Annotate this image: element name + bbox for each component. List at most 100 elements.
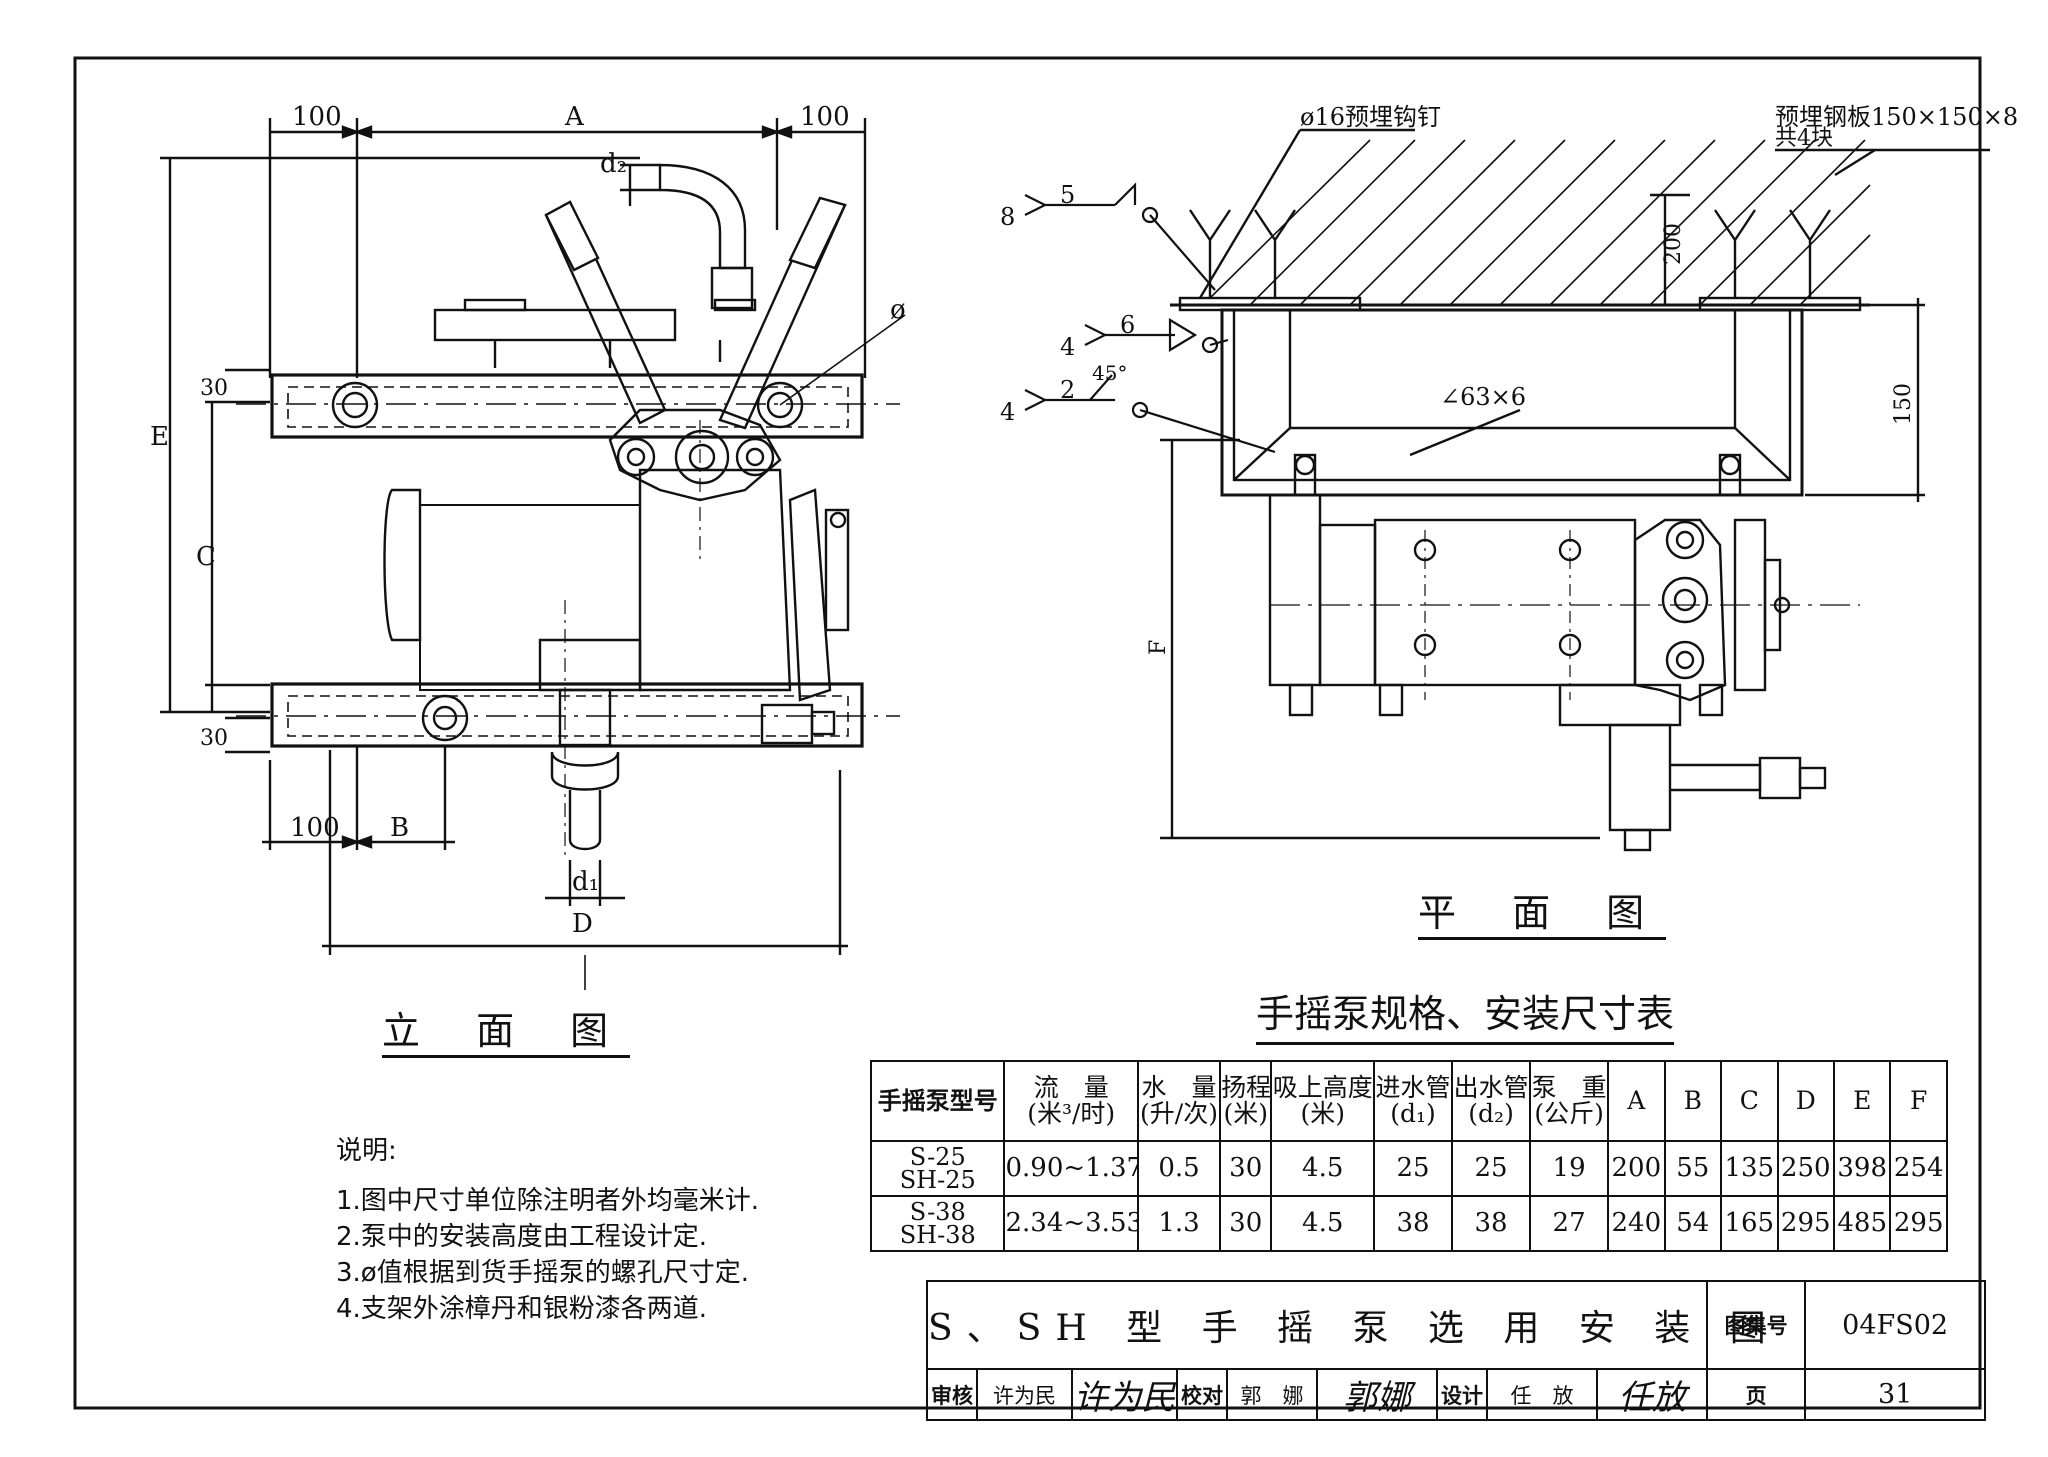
- dim-c: C: [196, 542, 216, 572]
- dim-200: 200: [1661, 223, 1686, 265]
- cell-e: 398: [1832, 1140, 1892, 1197]
- dim-b: B: [390, 813, 409, 843]
- dim-d1: d₁: [572, 867, 599, 897]
- dim-top-left: 100: [292, 102, 342, 132]
- page-label: 页: [1706, 1368, 1807, 1421]
- dim-bottom-left: 100: [290, 813, 340, 843]
- cell-f: 295: [1889, 1195, 1948, 1252]
- dim-a: A: [564, 102, 585, 132]
- cell-d1: 38: [1373, 1195, 1454, 1252]
- check-label: 校对: [1176, 1368, 1228, 1421]
- header-b: B: [1663, 1060, 1723, 1142]
- header-e: E: [1832, 1060, 1892, 1142]
- reviewer-signature: 许为民: [1071, 1368, 1178, 1421]
- spec-table-title: 手摇泵规格、安装尺寸表: [1256, 983, 1675, 1045]
- plan-caption: 平 面 图: [1418, 882, 1667, 940]
- dim-gap-top: 30: [200, 376, 228, 401]
- spec-table: 手摇泵型号 流 量(米³/时) 水 量(升/次) 扬程(米) 吸上高度(米) 进…: [869, 1060, 1948, 1252]
- weld-3-size: 4: [1000, 398, 1015, 426]
- weld-1-leg: 5: [1060, 181, 1075, 209]
- dim-150: 150: [1891, 383, 1916, 425]
- note-item: 2.泵中的安装高度由工程设计定.: [336, 1222, 708, 1252]
- cell-suction: 4.5: [1270, 1140, 1376, 1197]
- elevation-view: [160, 118, 906, 990]
- cell-d2: 38: [1451, 1195, 1532, 1252]
- designer-name: 任 放: [1486, 1368, 1598, 1421]
- cell-b: 54: [1663, 1195, 1723, 1252]
- cell-water: 0.5: [1136, 1140, 1222, 1197]
- dim-d2: d₂: [600, 149, 627, 179]
- cell-c: 165: [1720, 1195, 1779, 1252]
- header-water: 水 量(升/次): [1136, 1060, 1222, 1142]
- dim-e: E: [150, 422, 169, 452]
- anchor-nail-label: ø16预埋钩钉: [1300, 103, 1441, 131]
- design-label: 设计: [1436, 1368, 1488, 1421]
- cell-flow: 2.34~3.53: [1003, 1195, 1139, 1252]
- notes: 说明: 1.图中尺寸单位除注明者外均毫米计. 2.泵中的安装高度由工程设计定. …: [336, 1133, 759, 1327]
- header-d2: 出水管(d₂): [1451, 1060, 1532, 1142]
- weld-symbols: [1024, 182, 1276, 454]
- elevation-dimensions: 100 A 100 d₂ ø E C 30 30 100 B d₁ D: [150, 102, 906, 939]
- cell-weight: 19: [1529, 1140, 1610, 1197]
- anchor-plate-count: 共4块: [1775, 126, 1833, 151]
- header-f: F: [1889, 1060, 1948, 1142]
- angle-steel-label: ∠63×6: [1440, 383, 1526, 411]
- cell-d1: 25: [1373, 1140, 1454, 1197]
- note-item: 4.支架外涂樟丹和银粉漆各两道.: [336, 1294, 708, 1324]
- cell-flow: 0.90~1.37: [1003, 1140, 1139, 1197]
- designer-signature: 任放: [1595, 1368, 1709, 1421]
- dim-gap-bottom: 30: [200, 726, 228, 751]
- cell-d: 295: [1776, 1195, 1835, 1252]
- cell-b: 55: [1663, 1140, 1723, 1197]
- checker-name: 郭 娜: [1226, 1368, 1318, 1421]
- note-item: 3.ø值根据到货手摇泵的螺孔尺寸定.: [336, 1258, 749, 1288]
- drawing-title: S、SH 型 手 摇 泵 选 用 安 装 图: [925, 1280, 1766, 1370]
- cell-suction: 4.5: [1270, 1195, 1376, 1252]
- notes-heading: 说明:: [336, 1136, 397, 1166]
- dim-phi: ø: [890, 295, 906, 325]
- header-weight: 泵 重(公斤): [1529, 1060, 1610, 1142]
- cell-d2: 25: [1451, 1140, 1532, 1197]
- cell-a: 200: [1607, 1140, 1666, 1197]
- dim-top-right: 100: [800, 102, 850, 132]
- checker-signature: 郭娜: [1316, 1368, 1438, 1421]
- page-number: 31: [1804, 1368, 1987, 1421]
- header-head: 扬程(米): [1219, 1060, 1273, 1142]
- header-c: C: [1720, 1060, 1779, 1142]
- dim-f: F: [1146, 640, 1171, 655]
- cell-weight: 27: [1529, 1195, 1610, 1252]
- plan-view: [1160, 128, 1990, 852]
- anchor-plate-label: 预埋钢板150×150×8: [1775, 103, 2018, 131]
- header-suction: 吸上高度(米): [1270, 1060, 1376, 1142]
- weld-1-size: 8: [1000, 203, 1015, 231]
- plan-labels: 8 5 4 6 4 2 45° ø16预埋钩钉 预埋钢板150×150×8 共4…: [1000, 103, 2018, 655]
- elevation-caption: 立 面 图: [382, 1000, 631, 1058]
- header-a: A: [1607, 1060, 1666, 1142]
- cell-f: 254: [1889, 1140, 1948, 1197]
- weld-3-leg: 2: [1060, 376, 1075, 404]
- header-d1: 进水管(d₁): [1373, 1060, 1454, 1142]
- cell-d: 250: [1776, 1140, 1835, 1197]
- review-label: 审核: [926, 1368, 978, 1421]
- weld-2-size: 4: [1060, 333, 1075, 361]
- dim-d: D: [572, 909, 593, 939]
- title-block: S、SH 型 手 摇 泵 选 用 安 装 图 图集号 04FS02 审核 许为民…: [925, 1280, 1987, 1421]
- weld-3-angle: 45°: [1092, 361, 1127, 385]
- cell-a: 240: [1607, 1195, 1666, 1252]
- reviewer-name: 许为民: [976, 1368, 1073, 1421]
- cell-c: 135: [1720, 1140, 1779, 1197]
- cell-head: 30: [1219, 1140, 1273, 1197]
- cell-water: 1.3: [1136, 1195, 1222, 1252]
- cell-head: 30: [1219, 1195, 1273, 1252]
- atlas-number: 04FS02: [1804, 1280, 1987, 1370]
- header-flow: 流 量(米³/时): [1003, 1060, 1139, 1142]
- header-model: 手摇泵型号: [869, 1060, 1006, 1142]
- spec-header-row: 手摇泵型号 流 量(米³/时) 水 量(升/次) 扬程(米) 吸上高度(米) 进…: [869, 1060, 1948, 1142]
- cell-e: 485: [1832, 1195, 1892, 1252]
- header-d: D: [1776, 1060, 1835, 1142]
